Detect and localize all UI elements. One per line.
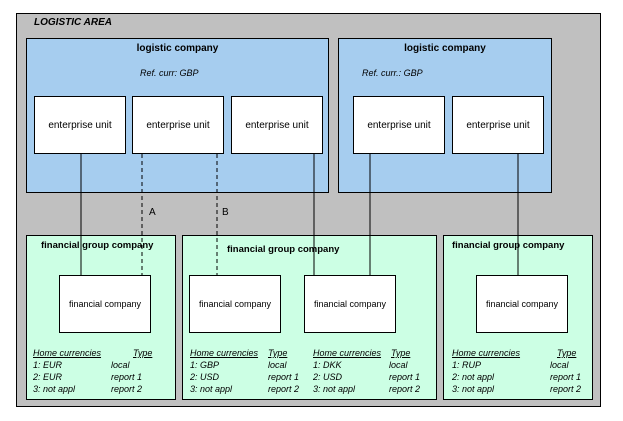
currency-code: 3: not appl bbox=[313, 384, 356, 394]
logistic-company-2-ref: Ref. curr.: GBP bbox=[362, 68, 423, 78]
currency-code: 2: USD bbox=[313, 372, 343, 382]
currency-code: 1: GBP bbox=[190, 360, 220, 370]
currency-code: 3: not appl bbox=[452, 384, 495, 394]
financial-group-company-3-title: financial group company bbox=[452, 240, 565, 251]
currency-code: 1: RUP bbox=[452, 360, 482, 370]
currency-type: report 2 bbox=[389, 384, 421, 394]
currency-type: local bbox=[268, 360, 287, 370]
currency-code: 3: not appl bbox=[190, 384, 233, 394]
currency-code: 1: DKK bbox=[313, 360, 342, 370]
currency-type: report 1 bbox=[268, 372, 300, 382]
link-label-a: A bbox=[149, 207, 156, 218]
currency-code: 2: not appl bbox=[452, 372, 495, 382]
logistic-company-1-ref: Ref. curr: GBP bbox=[140, 68, 199, 78]
currency-table-3: Home currencies Type 1: DKK local 2: USD re… bbox=[313, 347, 420, 395]
currency-header-right: Type bbox=[133, 348, 153, 358]
financial-company-3: financial company bbox=[304, 275, 396, 333]
logistic-company-1-title: logistic company bbox=[136, 43, 219, 54]
enterprise-unit-3: enterprise unit bbox=[231, 96, 323, 154]
link-label-b: B bbox=[222, 207, 229, 218]
financial-company-2: financial company bbox=[189, 275, 281, 333]
currency-type: local bbox=[550, 360, 569, 370]
currency-header-right: Type bbox=[268, 348, 288, 358]
enterprise-unit-1: enterprise unit bbox=[34, 96, 126, 154]
currency-code: 3: not appl bbox=[33, 384, 76, 394]
currency-type: report 1 bbox=[550, 372, 582, 382]
currency-table-1: Home currencies Type 1: EUR local 2: EUR re… bbox=[33, 347, 152, 395]
currency-type: local bbox=[111, 360, 130, 370]
currency-type: local bbox=[389, 360, 408, 370]
currency-type: report 2 bbox=[268, 384, 300, 394]
currency-header-left: Home currencies bbox=[190, 348, 259, 358]
currency-table-2: Home currencies Type 1: GBP local 2: USD re… bbox=[190, 347, 299, 395]
financial-group-company-2-title: financial group company bbox=[227, 244, 340, 255]
currency-code: 2: EUR bbox=[33, 372, 63, 382]
enterprise-unit-4: enterprise unit bbox=[353, 96, 445, 154]
currency-header-left: Home currencies bbox=[313, 348, 382, 358]
currency-type: report 2 bbox=[550, 384, 582, 394]
logistic-company-2-title: logistic company bbox=[404, 43, 486, 54]
financial-group-company-1-title: financial group company bbox=[41, 240, 154, 251]
currency-header-right: Type bbox=[557, 348, 577, 358]
financial-company-1: financial company bbox=[59, 275, 151, 333]
logistic-area-title: LOGISTIC AREA bbox=[34, 17, 112, 28]
currency-table-4: Home currencies Type 1: RUP local 2: not a… bbox=[452, 347, 581, 395]
currency-header-right: Type bbox=[391, 348, 411, 358]
currency-type: report 2 bbox=[111, 384, 143, 394]
currency-code: 2: USD bbox=[190, 372, 220, 382]
enterprise-unit-5: enterprise unit bbox=[452, 96, 544, 154]
financial-company-4: financial company bbox=[476, 275, 568, 333]
enterprise-unit-2: enterprise unit bbox=[132, 96, 224, 154]
currency-type: report 1 bbox=[111, 372, 143, 382]
currency-type: report 1 bbox=[389, 372, 421, 382]
currency-code: 1: EUR bbox=[33, 360, 63, 370]
currency-header-left: Home currencies bbox=[452, 348, 521, 358]
currency-header-left: Home currencies bbox=[33, 348, 102, 358]
